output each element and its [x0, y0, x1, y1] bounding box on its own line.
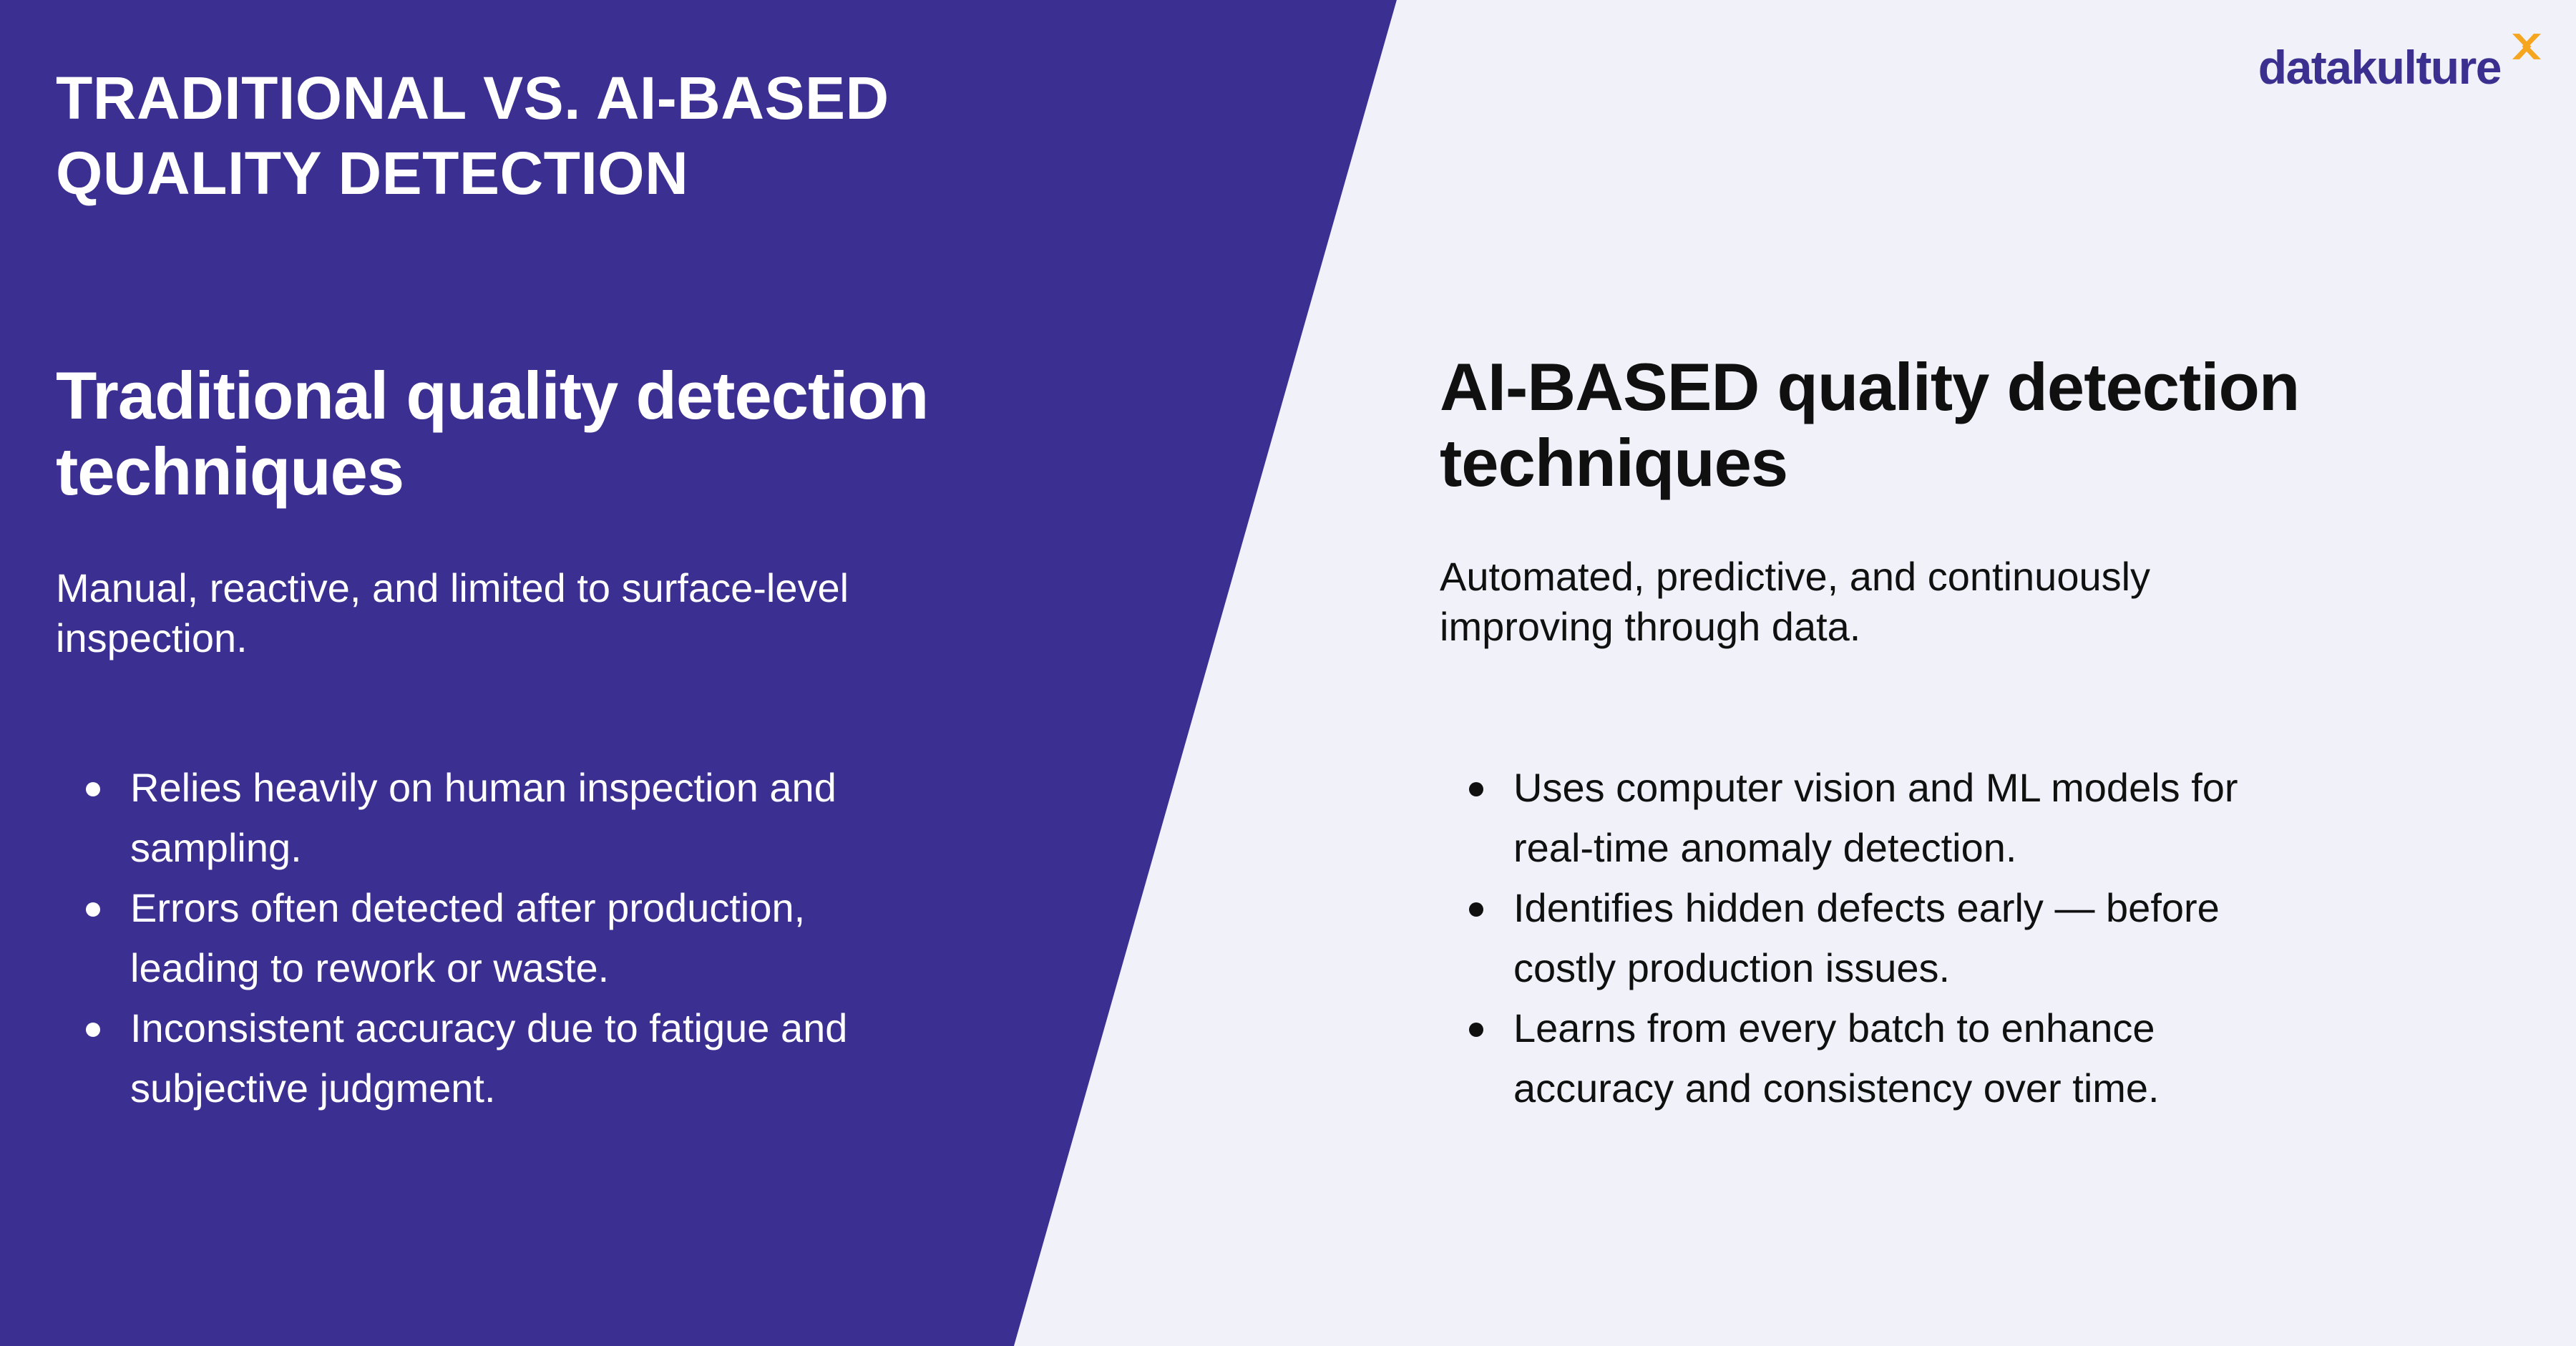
bullet-dot	[86, 1023, 100, 1037]
bullet-text: Relies heavily on human inspection and s…	[130, 765, 836, 870]
brand-wordmark: datakulture	[2258, 41, 2502, 94]
bullet-text: Identifies hidden defects early — before…	[1513, 885, 2220, 990]
traditional-description: Manual, reactive, and limited to surface…	[56, 565, 849, 660]
bullet-dot	[1469, 1023, 1483, 1037]
traditional-bullet-2: Errors often detected after production, …	[86, 878, 847, 998]
brand-x-icon	[2512, 34, 2541, 59]
page-title: TRADITIONAL VS. AI-BASED QUALITY DETECTI…	[56, 64, 889, 207]
bullet-dot	[1469, 782, 1483, 796]
bullet-dot	[1469, 902, 1483, 917]
bullet-text: Errors often detected after production, …	[130, 885, 806, 990]
bullet-text: Uses computer vision and ML models for r…	[1513, 765, 2238, 870]
bullet-text: Inconsistent accuracy due to fatigue and…	[130, 1005, 848, 1111]
ai-heading: AI-BASED quality detection techniques	[1440, 349, 2300, 500]
bullet-dot	[86, 902, 100, 917]
ai-bullet-3: Learns from every batch to enhance accur…	[1469, 998, 2238, 1118]
traditional-heading: Traditional quality detection techniques	[56, 358, 929, 509]
ai-bullet-list: Uses computer vision and ML models for r…	[1469, 758, 2238, 1118]
ai-description: Automated, predictive, and continuously …	[1440, 554, 2151, 649]
bullet-text: Learns from every batch to enhance accur…	[1513, 1005, 2160, 1111]
traditional-bullet-1: Relies heavily on human inspection and s…	[86, 758, 847, 878]
ai-bullet-2: Identifies hidden defects early — before…	[1469, 878, 2238, 998]
brand-logo: datakulture	[2258, 34, 2541, 94]
traditional-bullet-3: Inconsistent accuracy due to fatigue and…	[86, 998, 847, 1118]
ai-bullet-1: Uses computer vision and ML models for r…	[1469, 758, 2238, 878]
traditional-bullet-list: Relies heavily on human inspection and s…	[86, 758, 847, 1118]
bullet-dot	[86, 782, 100, 796]
